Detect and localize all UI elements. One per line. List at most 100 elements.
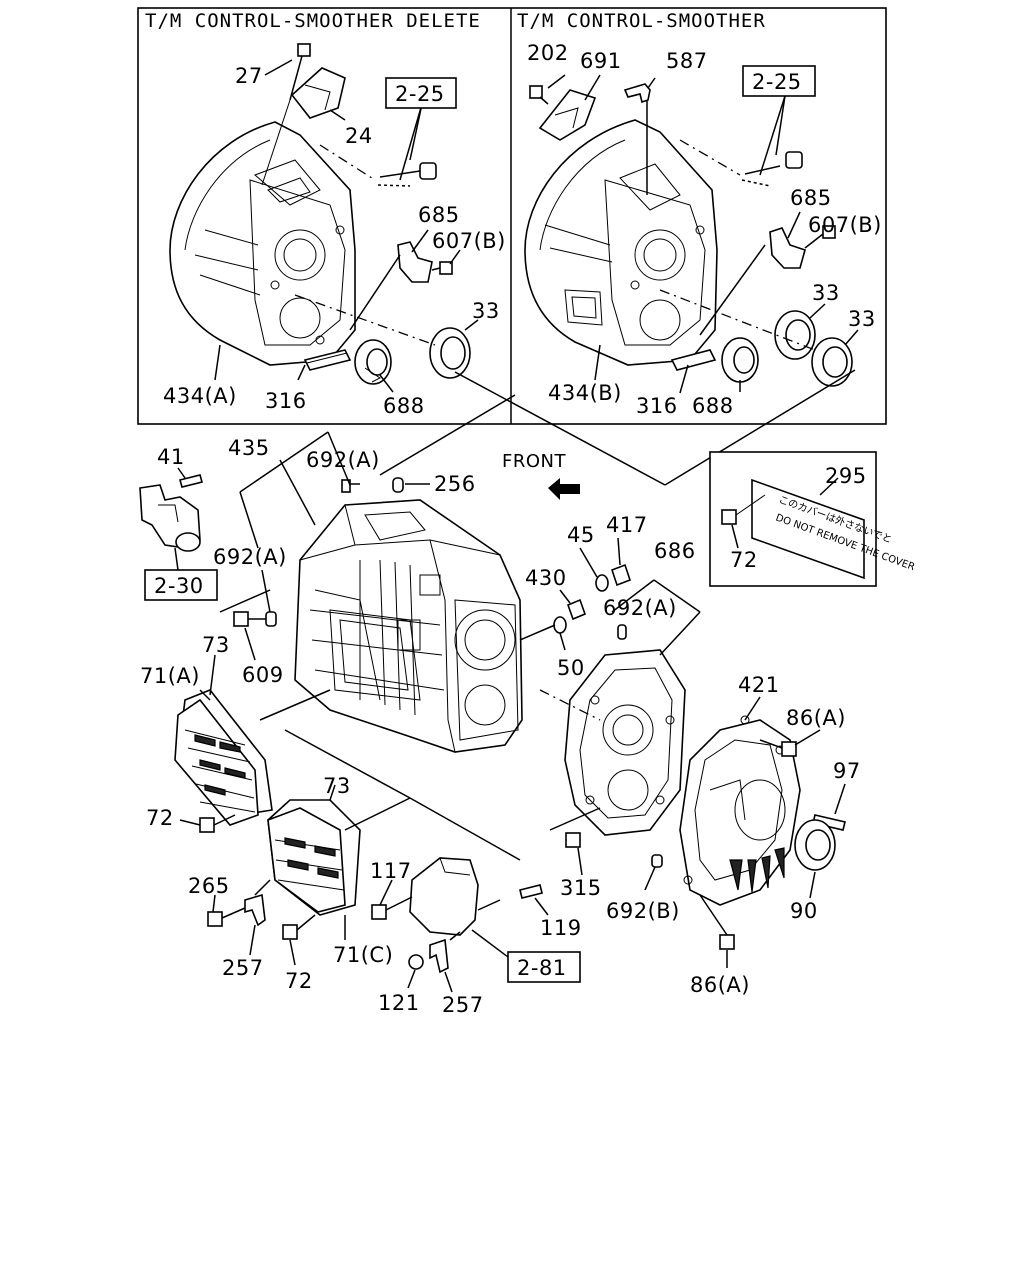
label-417: 417 bbox=[606, 513, 648, 537]
label-33-right-b: 33 bbox=[848, 307, 876, 331]
label-41: 41 bbox=[157, 445, 185, 469]
clutch-housing-434a bbox=[169, 121, 356, 366]
cover-71a bbox=[174, 689, 273, 826]
label-435: 435 bbox=[228, 436, 270, 460]
label-117: 117 bbox=[370, 859, 412, 883]
label-119: 119 bbox=[540, 916, 582, 940]
label-86a-bottom: 86(A) bbox=[690, 973, 750, 997]
seal-688-left bbox=[354, 339, 392, 385]
label-295: 295 bbox=[825, 464, 867, 488]
cover-71c bbox=[267, 799, 361, 916]
label-316-right: 316 bbox=[636, 394, 678, 418]
bolt-set-2-25-right bbox=[679, 95, 803, 187]
bolt-set-2-25-left bbox=[319, 103, 437, 187]
bracket-41 bbox=[139, 474, 203, 552]
ref-box-2-81[interactable] bbox=[507, 951, 581, 983]
label-33-right-a: 33 bbox=[812, 281, 840, 305]
label-315: 315 bbox=[560, 876, 602, 900]
label-73-top: 73 bbox=[202, 633, 230, 657]
label-86a-top: 86(A) bbox=[786, 706, 846, 730]
ref-2-30[interactable]: 2-30 bbox=[154, 574, 204, 598]
label-316-left: 316 bbox=[265, 389, 307, 413]
label-73-mid: 73 bbox=[323, 774, 351, 798]
bolt-72-bottom bbox=[282, 924, 298, 940]
label-71a: 71(A) bbox=[140, 664, 200, 688]
label-434a: 434(A) bbox=[163, 384, 237, 408]
label-72-bottom: 72 bbox=[285, 969, 313, 993]
label-609: 609 bbox=[242, 663, 284, 687]
label-587: 587 bbox=[666, 49, 708, 73]
o-ring-50 bbox=[553, 616, 567, 634]
oil-seal-33-right-b bbox=[811, 337, 853, 387]
bolt-86a-top bbox=[781, 741, 797, 757]
label-692a-top: 692(A) bbox=[306, 448, 380, 472]
pin-692a-left bbox=[265, 611, 277, 627]
label-685-right: 685 bbox=[790, 186, 832, 210]
nut-121 bbox=[408, 954, 424, 970]
bolt-117 bbox=[371, 904, 387, 920]
label-685-left: 685 bbox=[418, 203, 460, 227]
left-panel-title: T/M CONTROL-SMOOTHER DELETE bbox=[145, 10, 481, 32]
plug-417 bbox=[610, 563, 632, 587]
rear-cover-421 bbox=[679, 715, 801, 906]
oil-seal-90 bbox=[794, 819, 836, 871]
label-692a-right: 692(A) bbox=[603, 596, 677, 620]
bolt-27 bbox=[261, 43, 311, 186]
right-panel-title: T/M CONTROL-SMOOTHER bbox=[517, 10, 766, 32]
ref-2-81[interactable]: 2-81 bbox=[517, 956, 567, 980]
label-front: FRONT bbox=[502, 451, 566, 472]
transmission-case-435 bbox=[294, 499, 523, 753]
clip-257-right bbox=[429, 938, 449, 974]
screw-72-sign bbox=[721, 509, 737, 525]
oil-seal-33-right-a bbox=[774, 310, 816, 360]
axis-line-left bbox=[294, 294, 436, 346]
clip-257-left bbox=[244, 893, 266, 927]
pin-692a-top bbox=[341, 479, 351, 493]
label-434b: 434(B) bbox=[548, 381, 622, 405]
cover-2-81 bbox=[409, 857, 479, 936]
ref-box-2-25-left[interactable] bbox=[385, 77, 457, 109]
label-121: 121 bbox=[378, 991, 420, 1015]
ref-2-25-left[interactable]: 2-25 bbox=[395, 82, 445, 106]
bracket-691 bbox=[538, 89, 597, 141]
label-97: 97 bbox=[833, 759, 861, 783]
label-686: 686 bbox=[654, 539, 696, 563]
label-265: 265 bbox=[188, 874, 230, 898]
oil-seal-33-left bbox=[429, 327, 471, 379]
bolt-265 bbox=[207, 911, 223, 927]
label-90: 90 bbox=[790, 899, 818, 923]
bolt-72-left bbox=[199, 817, 215, 833]
bolt-607b-right bbox=[822, 225, 836, 239]
label-256: 256 bbox=[434, 472, 476, 496]
pin-256 bbox=[392, 477, 404, 493]
label-691: 691 bbox=[580, 49, 622, 73]
cover-24 bbox=[290, 67, 346, 119]
label-688-left: 688 bbox=[383, 394, 425, 418]
bracket-685-left bbox=[397, 241, 433, 283]
ref-box-2-25-right[interactable] bbox=[742, 65, 816, 97]
clutch-housing-434b bbox=[524, 119, 718, 366]
o-ring-45 bbox=[595, 574, 609, 592]
axis-line-right bbox=[659, 289, 816, 351]
bolt-86a-bottom bbox=[719, 934, 735, 950]
label-607b-left: 607(B) bbox=[432, 229, 506, 253]
label-688-right: 688 bbox=[692, 394, 734, 418]
label-71c: 71(C) bbox=[333, 943, 393, 967]
label-33-left: 33 bbox=[472, 299, 500, 323]
seal-688-right bbox=[721, 337, 759, 383]
label-692a-left: 692(A) bbox=[213, 545, 287, 569]
bolt-202 bbox=[529, 85, 543, 99]
plug-430 bbox=[566, 598, 587, 621]
bracket-685-right bbox=[769, 227, 806, 269]
label-72-sign: 72 bbox=[730, 548, 758, 572]
bolt-315 bbox=[565, 832, 581, 848]
stud-119 bbox=[519, 884, 543, 899]
intermediate-plate-686 bbox=[564, 649, 686, 836]
label-692b: 692(B) bbox=[606, 899, 680, 923]
ref-box-2-30[interactable] bbox=[144, 569, 218, 601]
pin-692b bbox=[651, 854, 663, 868]
label-257-right: 257 bbox=[442, 993, 484, 1017]
ref-2-25-right[interactable]: 2-25 bbox=[752, 70, 802, 94]
